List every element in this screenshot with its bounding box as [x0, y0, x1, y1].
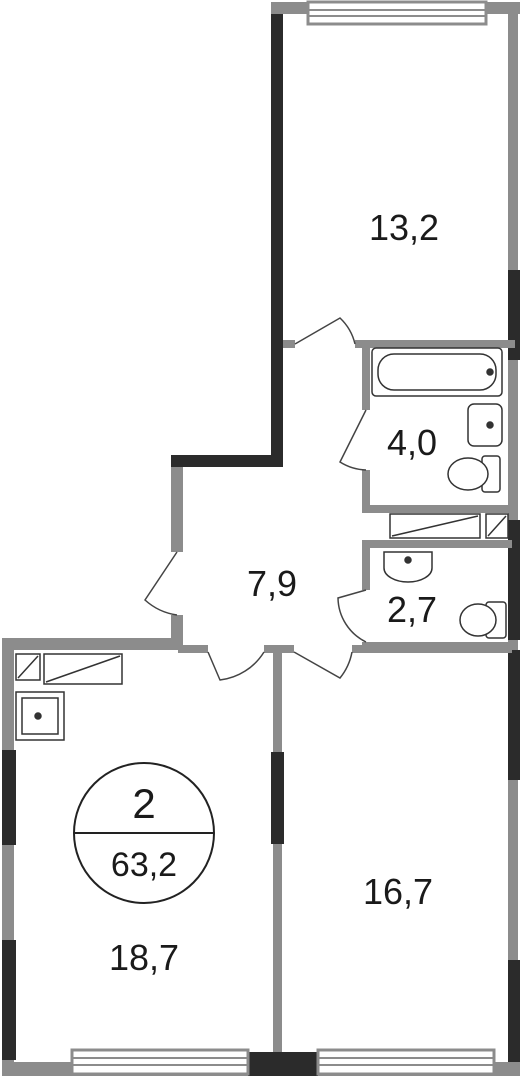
kitchen-counter-icon [15, 653, 123, 685]
wall-left-dark-2 [2, 940, 16, 1060]
door-living-icon [293, 651, 353, 679]
wall-hall-bottom-right [352, 645, 512, 653]
wall-hall-left-top [171, 467, 183, 552]
wall-duct-bottom [362, 540, 512, 548]
badge-total-area: 63,2 [111, 846, 177, 884]
window-bedroom [306, 0, 488, 26]
wall-bottom-dark [248, 1052, 318, 1076]
room-area-kitchen-living: 18,7 [109, 937, 179, 978]
doors [144, 317, 367, 681]
wall-kitchen-top [2, 638, 182, 650]
wall-bedroom-bottom-right [355, 340, 515, 348]
wall-bathroom-bottom [362, 505, 512, 513]
duct-strip-icon [389, 513, 509, 539]
wall-middle-dark [271, 752, 284, 844]
door-bedroom-icon [294, 317, 356, 345]
bathtub-icon [371, 347, 503, 397]
wall-outer-left-upper [271, 12, 283, 467]
room-area-toilet: 2,7 [387, 589, 437, 630]
apartment-badge: 2 63,2 [73, 762, 215, 904]
wall-left-dark-1 [2, 750, 16, 845]
wall-right-dark-4 [508, 960, 520, 1070]
wall-bathroom-left-bottom [362, 470, 370, 510]
wall-hall-bottom-mid [264, 645, 294, 653]
kitchen-sink-icon [15, 691, 65, 741]
wall-outer-step [171, 455, 283, 467]
wc-sink-icon [383, 551, 433, 583]
wc-toilet-icon [459, 601, 507, 639]
room-area-bedroom: 13,2 [369, 207, 439, 248]
door-toilet-icon [337, 589, 367, 643]
wall-bathroom-left-top [362, 340, 370, 410]
wall-toilet-left-top [362, 540, 370, 590]
room-area-living-room: 16,7 [363, 871, 433, 912]
window-kitchen [70, 1048, 250, 1076]
wall-bedroom-bottom-left [283, 340, 295, 348]
fixtures [15, 347, 509, 741]
door-bathroom-icon [339, 409, 367, 471]
wall-right-dark-1 [508, 270, 520, 360]
wall-right-dark-2 [508, 520, 520, 640]
windows [70, 0, 496, 1076]
toilet-icon [447, 455, 501, 493]
window-living [316, 1048, 496, 1076]
room-area-bathroom: 4,0 [387, 422, 437, 463]
door-kitchen-icon [207, 651, 265, 681]
sink-icon [467, 403, 503, 447]
wall-middle-partition [273, 650, 282, 1060]
wall-right-dark-3 [508, 650, 520, 780]
wall-hall-kitchen-top [178, 645, 208, 653]
room-area-hallway: 7,9 [247, 563, 297, 604]
door-hall-left-icon [144, 551, 178, 616]
badge-rooms-count: 2 [132, 780, 155, 827]
